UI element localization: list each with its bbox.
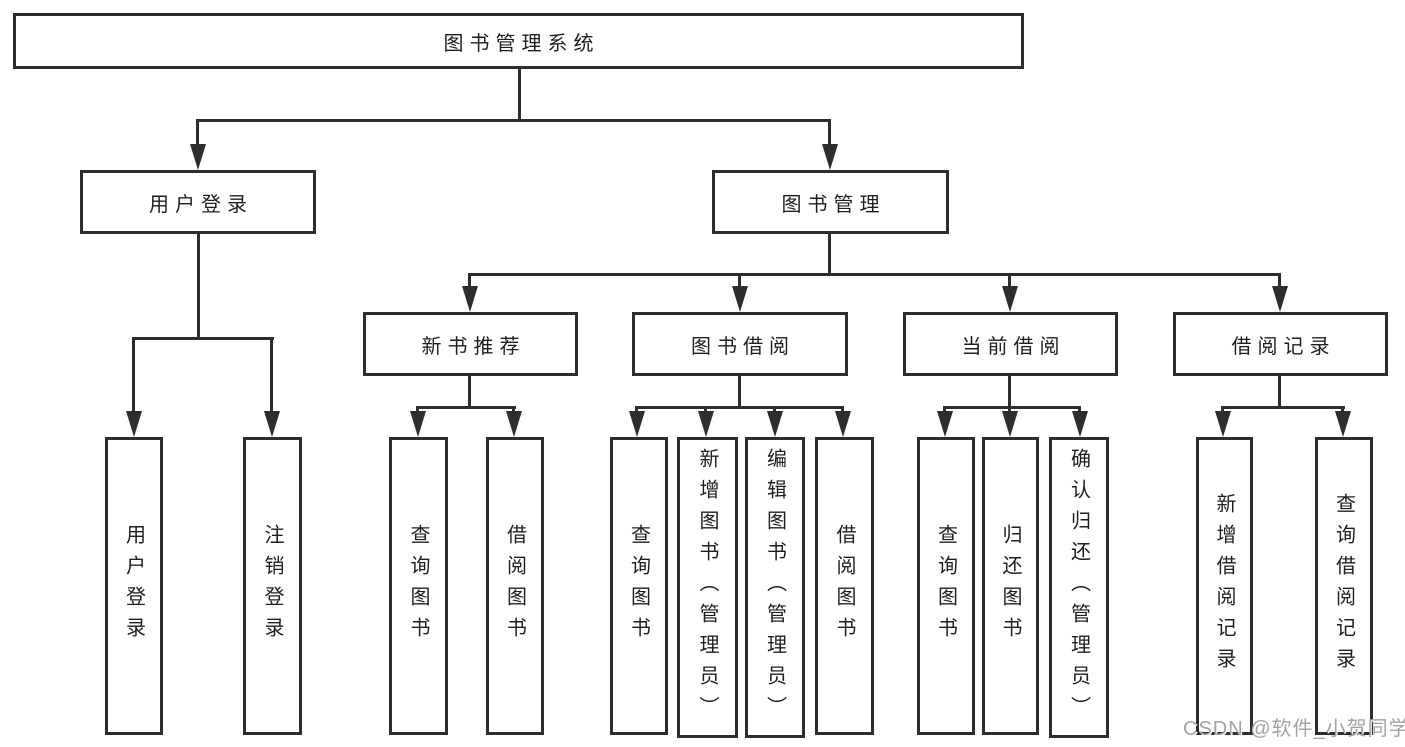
node-label: 借阅记录 (1231, 335, 1336, 358)
connector-user-login-bar (133, 337, 274, 340)
arrowhead-logout-leaf (264, 411, 280, 437)
node-leaf-query-borrow-record: 查询借阅记录 (1315, 437, 1373, 735)
connector-drop (943, 406, 946, 413)
node-leaf-logout: 注销登录 (243, 437, 302, 735)
connector-drop (635, 406, 638, 413)
node-leaf-query-books-current: 查询图书 (917, 437, 975, 735)
node-leaf-edit-book-admin: 编辑图书（管理员） (745, 437, 805, 738)
node-label: 用户登录 (122, 524, 145, 648)
arrowhead-new-book (462, 286, 478, 312)
node-label: 查询图书 (934, 524, 957, 648)
connector-drop-book-management (828, 119, 831, 146)
connector-drop (1008, 406, 1011, 413)
arrowhead-edit-book (767, 411, 783, 437)
connector-drop (773, 406, 776, 413)
node-label: 查询图书 (627, 524, 650, 648)
node-leaf-return-books: 归还图书 (982, 437, 1039, 735)
node-label: 图书管理系统 (443, 32, 600, 55)
connector-new-book-stem (468, 374, 471, 409)
arrowhead-query-borrow-record (1335, 411, 1351, 437)
arrowhead-login-leaf (126, 411, 142, 437)
connector-book-borrow-stem (738, 374, 741, 409)
arrowhead-book-borrow (732, 286, 748, 312)
arrowhead-borrow-records (1272, 286, 1288, 312)
node-label: 新增图书（管理员） (696, 448, 718, 727)
connector-current-borrow-bar (944, 406, 1081, 409)
connector-drop (841, 406, 844, 413)
node-label: 确认归还（管理员） (1067, 448, 1090, 727)
node-label: 查询借阅记录 (1332, 493, 1355, 679)
node-label: 注销登录 (261, 524, 283, 648)
connector-book-management-stem (828, 232, 831, 276)
node-leaf-add-borrow-record: 新增借阅记录 (1196, 437, 1253, 735)
arrowhead-confirm-return (1072, 411, 1088, 437)
node-leaf-query-books-borrow: 查询图书 (610, 437, 668, 735)
arrowhead-query-books (410, 411, 426, 437)
connector-drop-logout-leaf (270, 337, 273, 413)
node-leaf-query-books-recommend: 查询图书 (389, 437, 448, 735)
arrowhead-query-books (937, 411, 953, 437)
node-label: 查询图书 (407, 524, 429, 648)
node-library-management-system: 图书管理系统 (13, 13, 1024, 69)
arrowhead-query-books (629, 411, 645, 437)
connector-level3-bar (468, 273, 1281, 276)
node-leaf-add-book-admin: 新增图书（管理员） (677, 437, 738, 738)
node-label: 图书管理 (781, 193, 886, 216)
connector-drop (512, 406, 515, 413)
connector-drop (1221, 406, 1224, 413)
csdn-watermark: CSDN @软件_小贺同学 (1183, 718, 1405, 740)
connector-book-borrow-bar (636, 406, 844, 409)
node-label: 图书借阅 (691, 335, 795, 358)
node-leaf-borrow-books-recommend: 借阅图书 (486, 437, 544, 735)
node-label: 新书推荐 (421, 335, 526, 358)
connector-new-book-bar (417, 406, 516, 409)
arrowhead-current-borrow (1002, 286, 1018, 312)
node-borrow-records: 借阅记录 (1173, 312, 1388, 376)
arrowhead-borrow-books (835, 411, 851, 437)
connector-drop-user-login (196, 119, 199, 146)
connector-drop (1341, 406, 1344, 413)
node-user-login: 用户登录 (80, 170, 316, 234)
arrowhead-return-books (1002, 411, 1018, 437)
arrowhead-borrow-books (506, 411, 522, 437)
connector-current-borrow-stem (1008, 374, 1011, 409)
node-leaf-confirm-return-admin: 确认归还（管理员） (1049, 437, 1109, 738)
connector-borrow-records-stem (1278, 374, 1281, 409)
connector-drop (1078, 406, 1081, 413)
node-label: 编辑图书（管理员） (763, 448, 786, 727)
node-book-borrow: 图书借阅 (632, 312, 848, 376)
connector-drop-new-book (468, 273, 471, 288)
node-label: 借阅图书 (503, 524, 526, 648)
node-leaf-borrow-books-borrow: 借阅图书 (815, 437, 874, 735)
connector-drop-current-borrow (1008, 273, 1011, 288)
connector-level2-bar (197, 119, 831, 122)
connector-user-login-stem (197, 232, 200, 340)
arrowhead-user-login (190, 144, 206, 170)
arrowhead-book-management (822, 144, 838, 170)
arrowhead-add-borrow-record (1215, 411, 1231, 437)
connector-drop (416, 406, 419, 413)
connector-root-stem (518, 68, 521, 122)
node-label: 当前借阅 (961, 335, 1066, 358)
node-leaf-user-login: 用户登录 (105, 437, 163, 735)
node-label: 借阅图书 (833, 524, 855, 648)
node-book-management: 图书管理 (712, 170, 949, 234)
connector-drop-book-borrow (738, 273, 741, 288)
node-label: 新增借阅记录 (1213, 493, 1235, 679)
arrowhead-add-book (698, 411, 714, 437)
node-label: 用户登录 (149, 193, 253, 216)
connector-drop-borrow-records (1278, 273, 1281, 288)
connector-drop-login-leaf (132, 337, 135, 413)
node-current-borrow: 当前借阅 (903, 312, 1118, 376)
node-label: 归还图书 (999, 524, 1021, 648)
connector-drop (704, 406, 707, 413)
node-new-book-recommend: 新书推荐 (363, 312, 578, 376)
connector-borrow-records-bar (1222, 406, 1345, 409)
